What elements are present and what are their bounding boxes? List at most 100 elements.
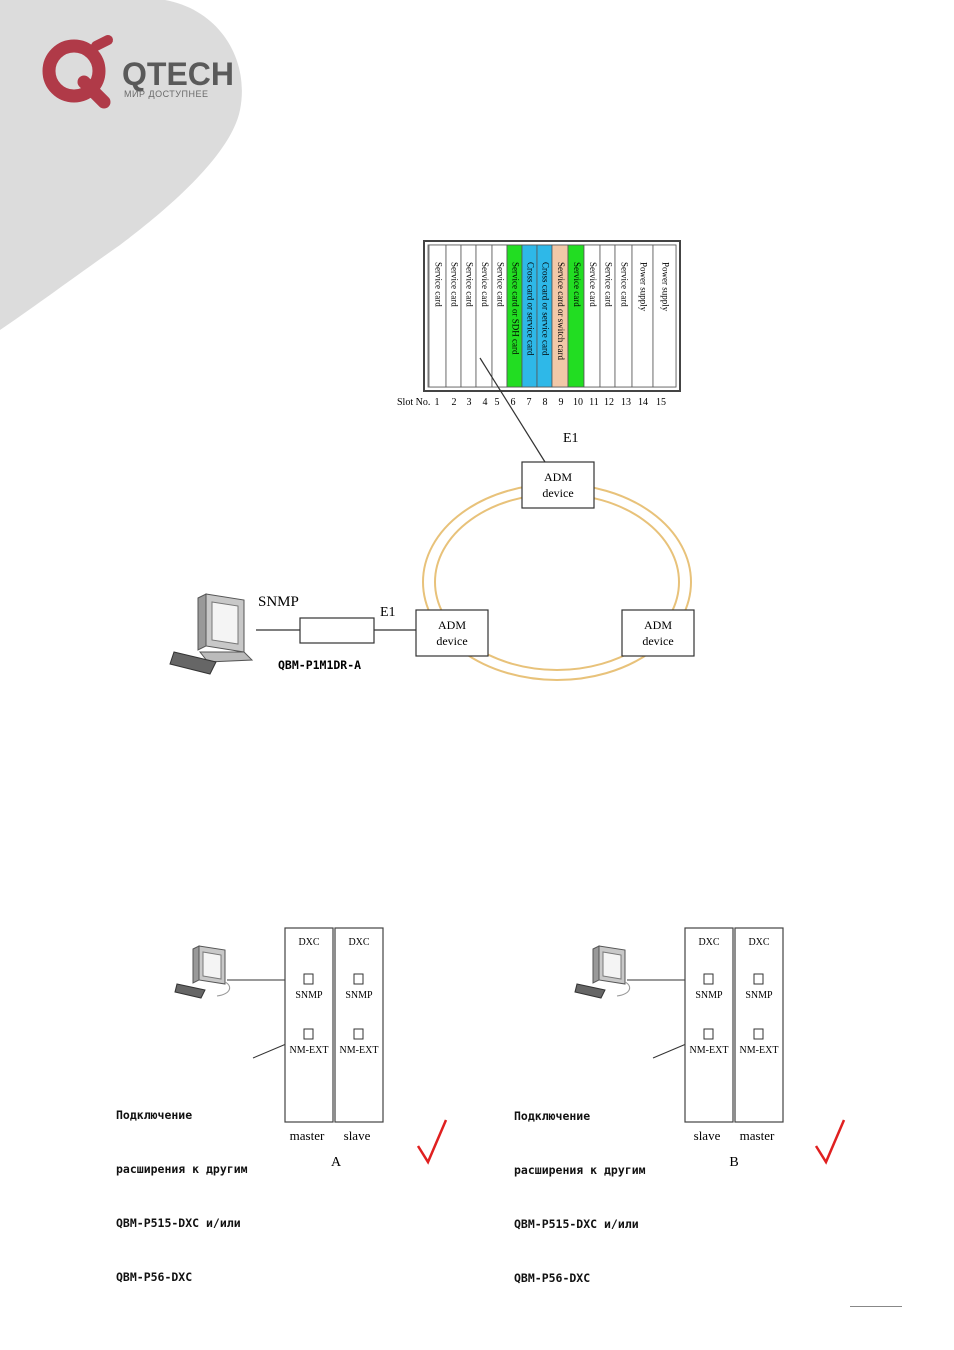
snmp-port-icon	[703, 973, 714, 985]
snmp-port-icon	[303, 973, 314, 985]
slot-card-label-9: Service card or switch card	[556, 262, 566, 360]
snmp-port-icon	[753, 973, 764, 985]
slot-card-label-12: Service card	[603, 262, 613, 307]
annotation-a-line-3: QBM-P515-DXC и/или	[116, 1216, 241, 1230]
adm-left-label-1: ADM	[438, 618, 466, 632]
snmp-port-label: SNMP	[695, 990, 723, 1001]
e1-label-left: E1	[380, 605, 396, 620]
annotation-b-line-2: расширения к другим	[514, 1163, 646, 1177]
nm-ext-port-icon	[353, 1028, 364, 1040]
slot-card-label-14: Power supply	[638, 262, 648, 312]
annotation-b-line-1: Подключение	[514, 1109, 591, 1123]
nm-ext-port-label: NM-EXT	[690, 1045, 729, 1056]
slot-number-10: 10	[573, 397, 583, 408]
e1-label-top: E1	[563, 431, 579, 446]
adm-right-label-1: ADM	[644, 618, 672, 632]
computer-icon	[574, 945, 631, 999]
slot-number-4: 4	[483, 397, 488, 408]
brand-tagline: МИР ДОСТУПНЕЕ	[124, 89, 209, 99]
annotation-a-line-1: Подключение	[116, 1108, 193, 1122]
adm-right-label-2: device	[642, 634, 673, 648]
slot-no-label: Slot No.	[397, 397, 430, 408]
slot-number-2: 2	[452, 397, 457, 408]
adm-device-right	[621, 609, 695, 657]
dxc-card-title: DXC	[348, 937, 369, 948]
slot-card-label-4: Service card	[480, 262, 490, 307]
slot-number-11: 11	[589, 397, 599, 408]
slot-number-8: 8	[543, 397, 548, 408]
card-role-label: slave	[694, 1128, 721, 1143]
nm-ext-port-icon	[753, 1028, 764, 1040]
page-number-rule	[850, 1306, 902, 1307]
slot-number-12: 12	[604, 397, 614, 408]
slot-number-14: 14	[638, 397, 648, 408]
adm-device-top	[521, 461, 595, 509]
slot-card-label-8: Cross card or service card	[540, 262, 550, 356]
dxc-card-master	[284, 927, 334, 1123]
brand-name: QTECH	[122, 56, 234, 92]
slot-number-6: 6	[511, 397, 516, 408]
annotation-a: Подключение расширения к другим QBM-P515…	[116, 1070, 248, 1304]
card-role-label: slave	[344, 1128, 371, 1143]
dxc-card-title: DXC	[748, 937, 769, 948]
slot-card-label-3: Service card	[464, 262, 474, 307]
annotation-b-line-3: QBM-P515-DXC и/или	[514, 1217, 639, 1231]
qtech-logo-icon	[42, 35, 113, 109]
slot-number-13: 13	[621, 397, 631, 408]
panel-caption: B	[729, 1155, 738, 1170]
nm-ext-port-label: NM-EXT	[340, 1045, 379, 1056]
device-model-label: QBM-P1M1DR-A	[278, 658, 361, 672]
nm-ext-port-label: NM-EXT	[740, 1045, 779, 1056]
adm-top-label-1: ADM	[544, 470, 572, 484]
slot-card-label-10: Service card	[572, 262, 582, 307]
corner-decoration	[0, 0, 242, 330]
annotation-b-line-4: QBM-P56-DXC	[514, 1271, 591, 1285]
checkmark-icon	[416, 1119, 448, 1165]
dxc-card-master	[734, 927, 784, 1123]
qbm-device-box	[299, 617, 375, 644]
adm-left-label-2: device	[436, 634, 467, 648]
slot-card-label-15: Power supply	[660, 262, 670, 312]
snmp-port-label: SNMP	[345, 990, 373, 1001]
slot-number-5: 5	[495, 397, 500, 408]
slot-number-15: 15	[656, 397, 666, 408]
slot-card-label-1: Service card	[433, 262, 443, 307]
dxc-card-title: DXC	[298, 937, 319, 948]
snmp-port-label: SNMP	[295, 990, 323, 1001]
slot-number-7: 7	[527, 397, 532, 408]
checkmark-icon	[814, 1119, 846, 1165]
slot-number-3: 3	[467, 397, 472, 408]
nm-ext-port-icon	[303, 1028, 314, 1040]
computer-icon	[174, 945, 231, 999]
slot-number-9: 9	[559, 397, 564, 408]
annotation-a-line-2: расширения к другим	[116, 1162, 248, 1176]
rack-slots: Service card Service card Service card Serv…	[428, 244, 677, 388]
snmp-label: SNMP	[258, 594, 299, 610]
nm-ext-port-icon	[703, 1028, 714, 1040]
annotation-a-line-4: QBM-P56-DXC	[116, 1270, 193, 1284]
dxc-card-slave	[334, 927, 384, 1123]
dxc-card-title: DXC	[698, 937, 719, 948]
adm-device-left	[415, 609, 489, 657]
slot-number-1: 1	[435, 397, 440, 408]
nm-ext-port-label: NM-EXT	[290, 1045, 329, 1056]
annotation-b: Подключение расширения к другим QBM-P515…	[514, 1071, 646, 1305]
card-role-label: master	[290, 1128, 325, 1143]
slot-card-label-11: Service card	[588, 262, 598, 307]
slot-card-label-2: Service card	[449, 262, 459, 307]
panel-caption: A	[331, 1155, 342, 1170]
slot-card-label-6: Service card or SDH card	[510, 262, 520, 355]
slot-card-label-7: Cross card or service card	[525, 262, 535, 356]
snmp-port-icon	[353, 973, 364, 985]
dxc-card-slave	[684, 927, 734, 1123]
slot-card-label-5: Service card	[495, 262, 505, 307]
rack-slot-15	[652, 244, 677, 388]
e1-link-top	[479, 357, 546, 463]
snmp-port-label: SNMP	[745, 990, 773, 1001]
card-role-label: master	[740, 1128, 775, 1143]
adm-top-label-2: device	[542, 486, 573, 500]
